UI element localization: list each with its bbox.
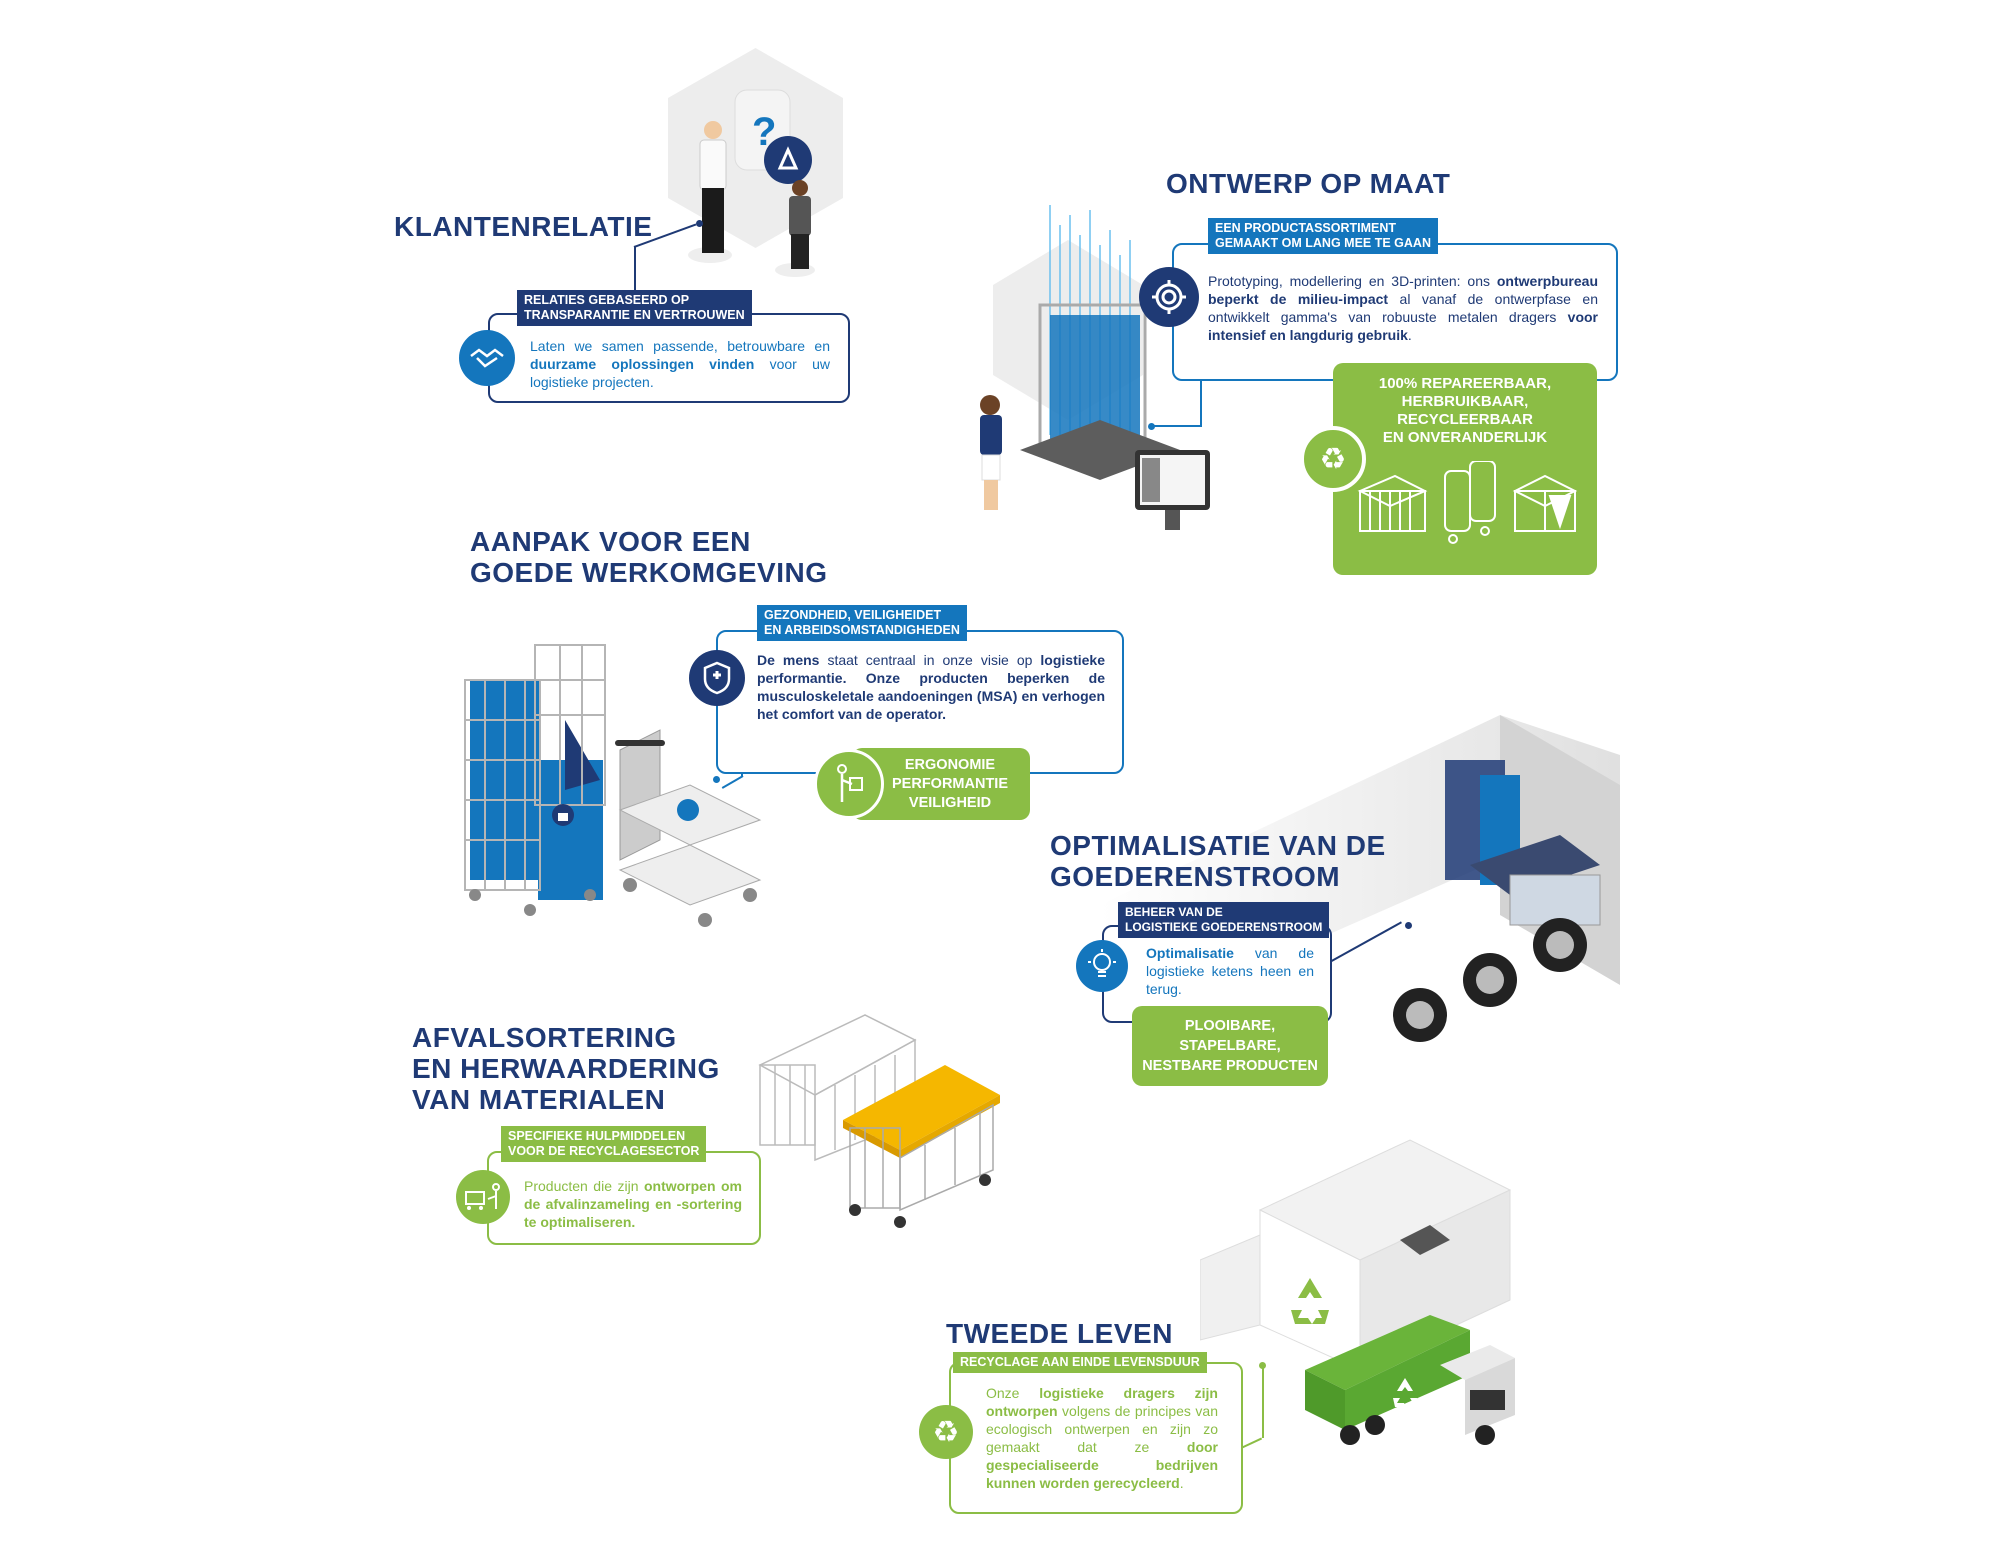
body-text: volgens de principes van ecologisch ontw… [986,1403,1218,1455]
body-text: van de logistieke ketens heen en terug. [1146,945,1314,997]
section-body: Producten die zijn ontworpen om de afval… [524,1177,742,1231]
highlight-line: 100% REPAREERBAAR, [1378,375,1552,392]
body-text-bold: De mens [757,652,820,668]
client-meeting-illustration: ? [688,89,815,277]
section-body: Optimalisatie van de logistieke ketens h… [1146,944,1314,998]
recycle-icon: ♻ [919,1405,973,1459]
waste-containers-illustration [758,1014,1000,1228]
title-line: VAN MATERIALEN [412,1084,666,1115]
body-text-bold: logistieke performantie. Onze producten … [757,652,1105,722]
section-title: AANPAK VOOR EEN GOEDE WERKOMGEVING [470,526,827,588]
body-text-bold: duurzame oplossingen vinden [530,356,755,372]
highlight-line: PLOOIBARE, [1184,1018,1276,1034]
tag-line: EEN PRODUCTASSORTIMENT [1215,221,1397,235]
tag-line: GEMAAKT OM LANG MEE TE GAAN [1215,236,1431,250]
handshake-icon [459,330,515,386]
garbage-truck-body [1305,1315,1470,1390]
pen-bubble-icon [764,136,812,184]
highlight-line: NESTBARE PRODUCTEN [1142,1058,1318,1074]
weight-icon [677,799,699,821]
info-box [487,1151,761,1245]
tag-line: RELATIES GEBASEERD OP [524,293,690,307]
section-body: Prototyping, modellering en 3D-printen: … [1208,272,1598,344]
highlight-box: 100% REPAREERBAAR, HERBRUIKBAAR, RECYCLE… [1333,363,1597,575]
highlight-line: PERFORMANTIE [892,776,1008,792]
section-title: AFVALSORTERING EN HERWAARDERING VAN MATE… [412,1022,720,1115]
body-text: Prototyping, modellering en 3D-printen: … [1208,273,1497,289]
body-text-bold: voor intensief en langdurig gebruik [1208,309,1598,343]
waste-trolley-person-icon [456,1170,510,1224]
body-text: . [1407,327,1412,343]
wire-containers-icons [1357,460,1578,544]
section-body: De mens staat centraal in onze visie op … [757,651,1105,723]
body-text: Laten we samen passende, betrouwbare en [530,338,830,354]
section-tag: RELATIES GEBASEERD OP TRANSPARANTIE EN V… [517,290,752,326]
tag-line: TRANSPARANTIE EN VERTROUWEN [524,308,745,322]
title-line: EN HERWAARDERING [412,1053,720,1084]
title-line: OPTIMALISATIE VAN DE [1050,830,1386,861]
recycle-symbol [1291,1278,1329,1324]
tag-line: GEZONDHEID, VEILIGHEIDET [764,608,942,622]
highlight-line: EN ONVERANDERLIJK [1382,429,1548,446]
title-line: GOEDE WERKOMGEVING [470,557,828,588]
section-tag: RECYCLAGE AAN EINDE LEVENSDUUR [953,1352,1207,1373]
section-title: ONTWERP OP MAAT [1166,168,1451,199]
section-title: KLANTENRELATIE [394,211,653,242]
shield-plus-icon [689,650,745,706]
stacked-pallet-boxes [1470,835,1600,895]
info-box [1172,243,1618,381]
highlight-line: ERGONOMIE [904,757,996,773]
body-text-bold: door gespecialiseerde bedrijven kunnen w… [986,1439,1218,1491]
lightbulb-icon [1076,940,1128,992]
tag-line: VOOR DE RECYCLAGESECTOR [508,1144,700,1158]
body-text: al vanaf de ontwerpfase en ontwikkelt ga… [1208,291,1598,325]
body-text-bold: ontwerpbureau beperkt de milieu-impact [1208,273,1598,307]
highlight-box: PLOOIBARE, STAPELBARE, NESTBARE PRODUCTE… [1132,1006,1328,1086]
body-text: Producten die zijn [524,1178,644,1194]
tag-line: SPECIFIEKE HULPMIDDELEN [508,1129,686,1143]
title-line: AANPAK VOOR EEN [470,526,751,557]
section-tag: BEHEER VAN DE LOGISTIEKE GOEDERENSTROOM [1118,902,1330,938]
section-title: OPTIMALISATIE VAN DE GOEDERENSTROOM [1050,830,1386,892]
section-tag: SPECIFIEKE HULPMIDDELEN VOOR DE RECYCLAG… [501,1126,707,1162]
recycle-icon: ♻ [1300,426,1366,492]
tag-line: BEHEER VAN DE [1125,905,1223,919]
highlight-line: RECYCLEERBAAR [1397,411,1533,428]
tag-line: EN ARBEIDSOMSTANDIGHEDEN [764,623,960,637]
section-tag: GEZONDHEID, VEILIGHEIDET EN ARBEIDSOMSTA… [757,605,967,641]
body-text: voor uw logistieke projecten. [530,356,830,390]
info-box [949,1362,1243,1514]
body-text: staat centraal in onze visie op [819,652,1041,668]
roll-container-and-trolley-illustration [464,644,762,927]
body-text-bold: ontworpen om de afvalinzameling en -sort… [524,1178,742,1230]
title-line: GOEDERENSTROOM [1050,861,1341,892]
body-text: Onze [986,1385,1040,1401]
person-carrying-box-icon [814,749,884,819]
highlight-line: VEILIGHEID [908,795,992,811]
highlight-line: STAPELBARE, [1179,1038,1281,1054]
tag-line: RECYCLAGE AAN EINDE LEVENSDUUR [960,1355,1200,1369]
title-line: AFVALSORTERING [412,1022,677,1053]
tag-line: LOGISTIEKE GOEDERENSTROOM [1125,920,1323,934]
body-text-bold: Optimalisatie [1146,945,1234,961]
highlight-line: HERBRUIKBAAR, [1401,393,1529,410]
section-title: TWEEDE LEVEN [946,1318,1173,1349]
gear-icon [1139,267,1199,327]
body-text: . [1179,1475,1184,1491]
section-body: Laten we samen passende, betrouwbare en … [530,337,830,391]
recycling-plant-and-garbage-truck-illustration [1200,1139,1515,1445]
section-body: Onze logistieke dragers zijn ontworpen v… [986,1384,1218,1492]
3d-printing-illustration [980,205,1210,530]
body-text-bold: logistieke dragers zijn ontworpen [986,1385,1218,1419]
section-tag: EEN PRODUCTASSORTIMENT GEMAAKT OM LANG M… [1208,218,1438,254]
